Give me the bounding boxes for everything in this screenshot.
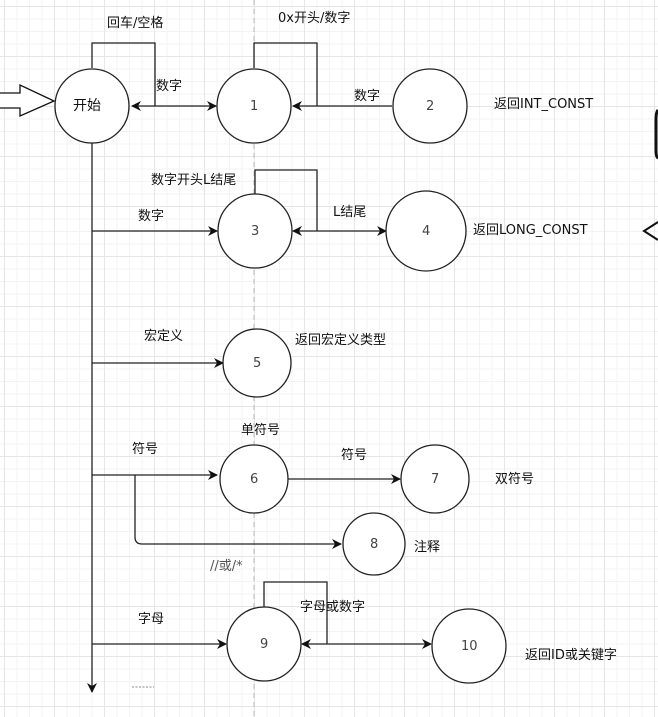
- edge-to-8: [134, 475, 342, 549]
- edge-s1-loop: [253, 42, 318, 106]
- state-8[interactable]: [342, 512, 406, 576]
- edge-label-to-8: //或/*: [210, 559, 243, 574]
- state-4-label: 4: [422, 224, 431, 239]
- output-s5: 返回宏定义类型: [295, 333, 387, 348]
- clipped-shape: [654, 108, 658, 160]
- state-2[interactable]: [392, 68, 468, 144]
- state-3[interactable]: [217, 193, 293, 269]
- state-6-label: 6: [250, 472, 259, 487]
- chevron-left-icon: [642, 221, 658, 241]
- edge-label-s3-loop: 数字开头L结尾: [151, 173, 237, 188]
- edge-label-start-to-1: 数字: [156, 79, 183, 94]
- state-10-label: 10: [461, 639, 478, 654]
- output-s4: 返回LONG_CONST: [473, 223, 588, 238]
- edge-label-start-to-5: 宏定义: [144, 329, 184, 344]
- state-3-label: 3: [251, 224, 260, 239]
- output-s10: 返回ID或关键字: [525, 648, 617, 663]
- output-s8: 注释: [414, 540, 441, 555]
- state-5[interactable]: [222, 328, 292, 398]
- edge-start-loop: [91, 42, 156, 106]
- edge-s9-loop: [263, 581, 328, 644]
- edge-label-s6-note: 单符号: [241, 423, 281, 438]
- state-start[interactable]: [54, 68, 130, 144]
- state-9-label: 9: [260, 637, 269, 652]
- output-s2: 返回INT_CONST: [494, 97, 594, 112]
- edge-label-start-to-6: 符号: [132, 442, 159, 457]
- state-4[interactable]: [385, 190, 467, 272]
- state-7-label: 7: [431, 472, 440, 487]
- edge-label-start-to-3: 数字: [138, 209, 165, 224]
- edge-label-s6-to-7: 符号: [341, 448, 368, 463]
- state-start-label: 开始: [73, 98, 101, 114]
- state-5-label: 5: [253, 356, 262, 371]
- state-10[interactable]: [431, 608, 507, 684]
- state-9[interactable]: [226, 606, 302, 682]
- state-1-label: 1: [250, 99, 259, 114]
- entry-arrow-icon: [0, 83, 56, 117]
- edge-s3-loop: [254, 169, 318, 231]
- edge-label-s3-to-4: L结尾: [333, 205, 367, 220]
- state-8-label: 8: [370, 537, 379, 552]
- edge-label-start-loop: 回车/空格: [107, 16, 164, 31]
- edge-label-s1-loop: 0x开头/数字: [278, 11, 351, 26]
- edge-label-s9-loop: 字母或数字: [300, 600, 366, 615]
- edge-label-start-to-9: 字母: [138, 612, 165, 627]
- state-7[interactable]: [400, 444, 470, 514]
- edge-label-s1-to-2: 数字: [354, 89, 381, 104]
- state-2-label: 2: [426, 99, 435, 114]
- state-1[interactable]: [216, 68, 292, 144]
- state-6[interactable]: [219, 444, 289, 514]
- output-s7: 双符号: [495, 472, 535, 487]
